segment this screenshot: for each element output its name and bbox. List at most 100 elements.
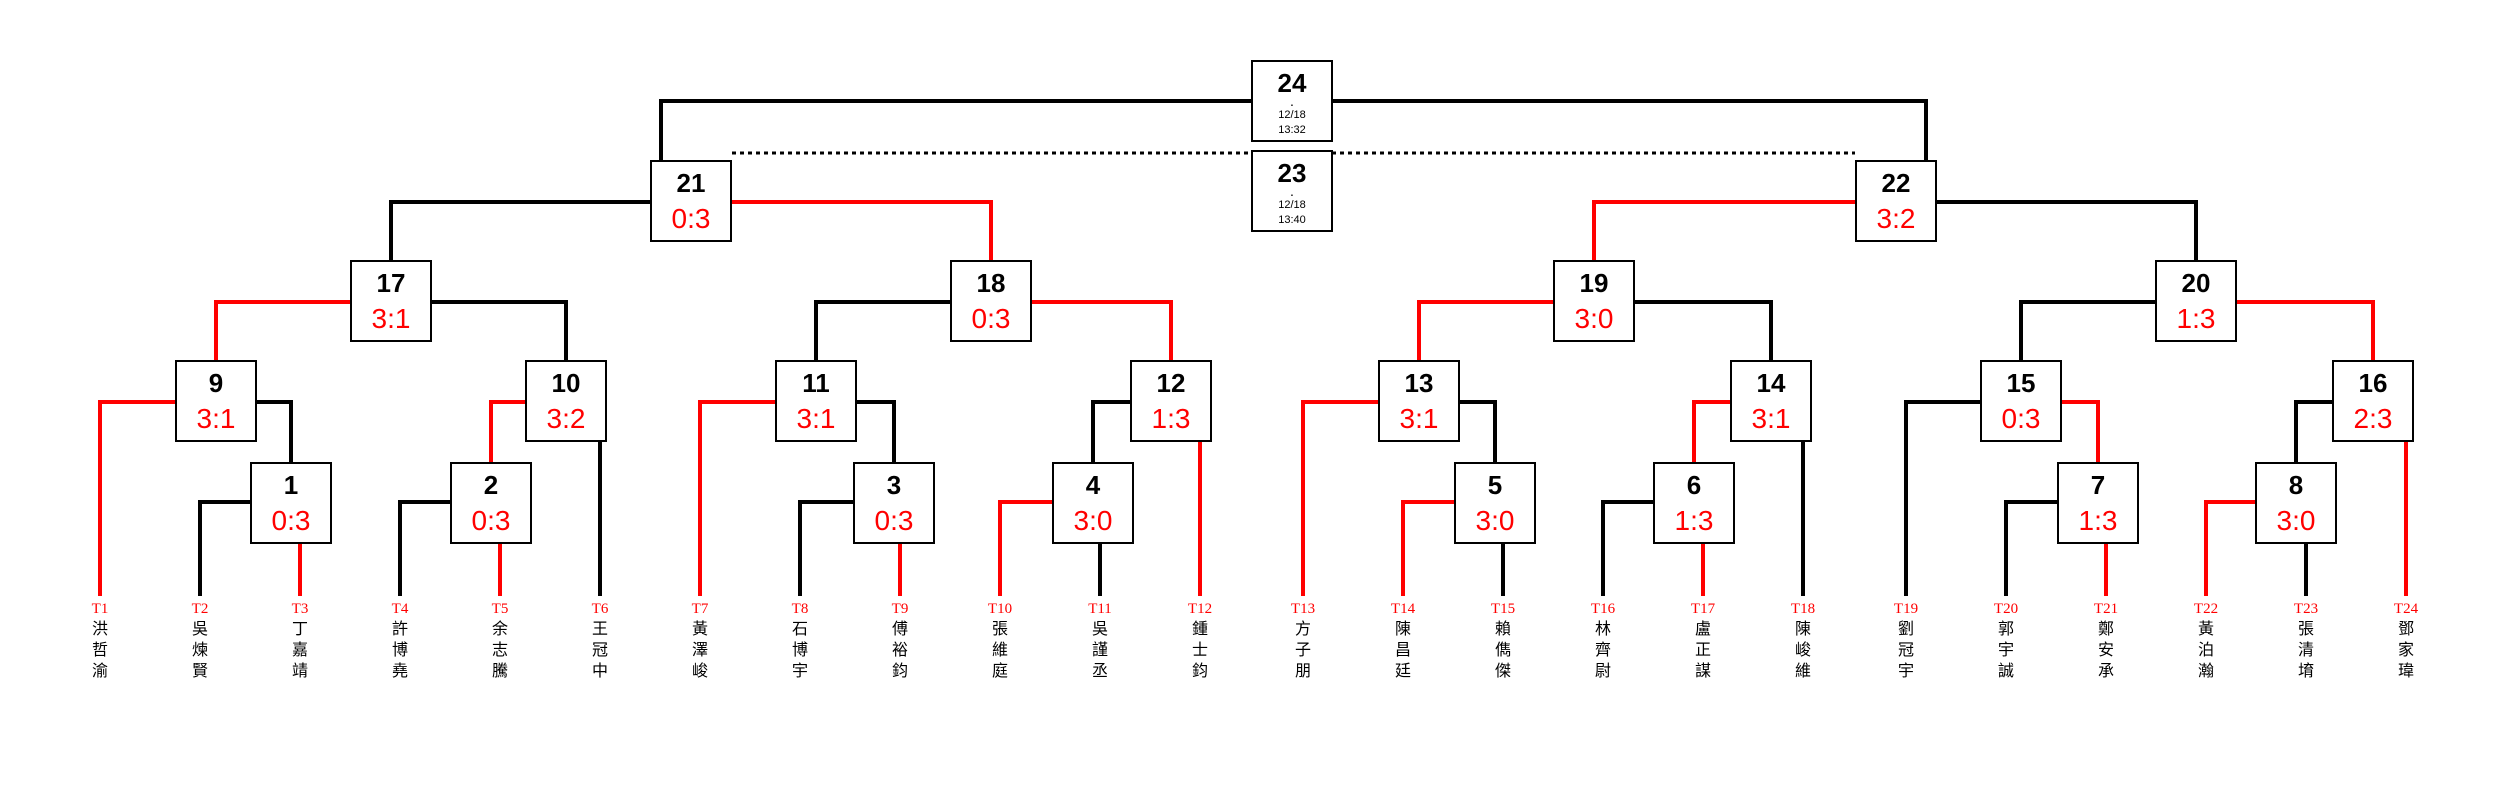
connector-m17-left (214, 300, 350, 360)
connector-m9-right (257, 400, 293, 462)
connector-m18-right (1032, 300, 1173, 360)
match-number: 16 (2358, 368, 2388, 398)
match-date: 12/18 (1278, 199, 1306, 211)
connector-m20-right (2237, 300, 2375, 360)
match-score: 2:3 (2353, 403, 2393, 434)
team-entry: T7 黃澤峻 (670, 600, 730, 681)
match-number: 23 (1277, 158, 1307, 188)
connector-m11-right (857, 400, 896, 462)
match-number: 14 (1756, 368, 1786, 398)
team-code: T20 (1993, 601, 2019, 617)
team-code: T18 (1790, 601, 1816, 617)
team-code: T22 (2193, 601, 2219, 617)
match-time: 13:32 (1278, 124, 1306, 136)
connector-m24-right (1333, 99, 1928, 160)
match-number: 13 (1404, 368, 1434, 398)
team-code: T21 (2093, 601, 2119, 617)
match-number: 17 (376, 268, 406, 298)
player-name: 賴儁傑 (1494, 619, 1511, 680)
player-name: 傅裕鈞 (891, 619, 908, 680)
match-number: 20 (2181, 268, 2211, 298)
connector-m13-right (1460, 400, 1497, 462)
match-number: 21 (676, 168, 706, 198)
team-code: T24 (2393, 601, 2419, 617)
match-score: 0:3 (2001, 403, 2041, 434)
match-score: 0:3 (671, 203, 711, 234)
player-name: 黃澤峻 (691, 619, 708, 680)
player-name: 石博宇 (791, 619, 808, 680)
team-code: T9 (891, 601, 909, 617)
player-name: 盧正謀 (1694, 619, 1711, 680)
connector-m15-right (2062, 400, 2100, 462)
connector-m14-left (1692, 400, 1730, 462)
player-name: 方子朋 (1294, 619, 1311, 680)
team-code: T11 (1088, 601, 1112, 617)
team-code: T13 (1290, 601, 1316, 617)
team-code: T6 (591, 601, 609, 617)
match-date: 12/18 (1278, 109, 1306, 121)
connector-m7-left (2004, 500, 2057, 596)
match-score: 3:0 (1073, 505, 1113, 536)
team-code: T8 (791, 601, 809, 617)
connector-m22-left (1592, 200, 1855, 260)
connector-m15-left (1904, 400, 1980, 596)
match-number: 6 (1686, 470, 1702, 500)
connector-m19-left (1417, 300, 1553, 360)
team-code: T17 (1690, 601, 1716, 617)
match-score: 0:3 (271, 505, 311, 536)
team-entry: T22 黃泊瀚 (2176, 600, 2236, 681)
player-name: 鍾士鈞 (1191, 619, 1208, 680)
player-name: 陳峻維 (1794, 619, 1811, 680)
match-score: 3:1 (1399, 403, 1439, 434)
match-number: 10 (551, 368, 581, 398)
match-score: 1:3 (2176, 303, 2216, 334)
match-number: 22 (1881, 168, 1911, 198)
match-number: 4 (1085, 470, 1101, 500)
team-entry: T15 賴儁傑 (1473, 600, 1533, 681)
connector-m3-left (798, 500, 853, 596)
match-score: 3:0 (1574, 303, 1614, 334)
player-name: 洪哲渝 (91, 619, 108, 680)
team-code: T7 (691, 601, 709, 617)
team-code: T14 (1390, 601, 1416, 617)
connector-m12-left (1091, 400, 1130, 462)
match-score: 3:0 (2276, 505, 2316, 536)
player-name: 丁嘉靖 (291, 619, 308, 680)
match-number: 24 (1277, 68, 1307, 98)
team-code: T15 (1490, 601, 1516, 617)
player-name: 許博堯 (391, 619, 408, 680)
match-score: 3:1 (371, 303, 411, 334)
player-name: 黃泊瀚 (2197, 619, 2214, 680)
team-code: T4 (391, 601, 409, 617)
team-code: T23 (2293, 601, 2319, 617)
match-number: 19 (1579, 268, 1609, 298)
match-number: 18 (976, 268, 1006, 298)
match-number: 8 (2288, 470, 2304, 500)
connector-m10-left (489, 400, 525, 462)
